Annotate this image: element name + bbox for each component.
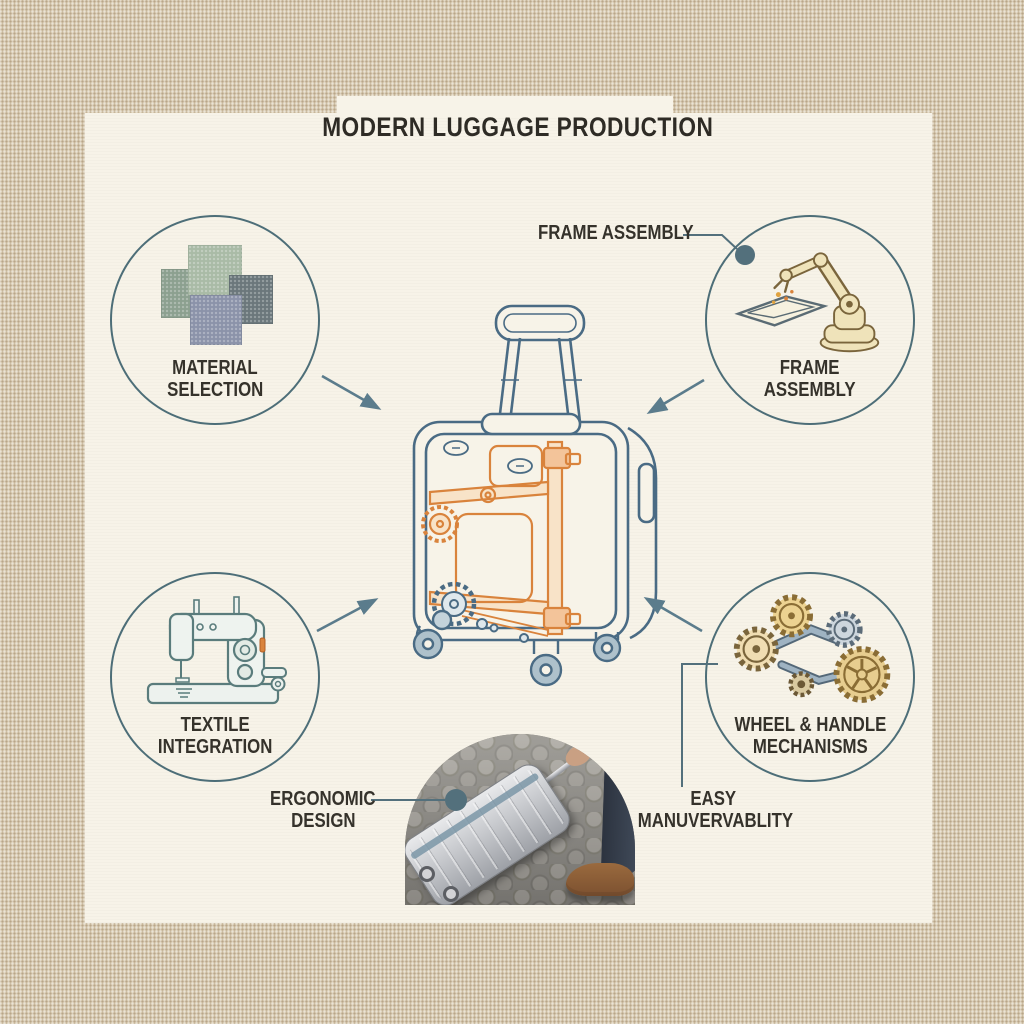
fabric-swatch-bottom	[190, 295, 242, 345]
node-material-selection: MATERIAL SELECTION	[110, 215, 320, 425]
textile-integration-label: TEXTILE INTEGRATION	[157, 714, 273, 758]
page-title-text: MODERN LUGGAGE PRODUCTION	[322, 112, 714, 142]
suitcase-wheel	[419, 866, 435, 882]
wheel-handle-label: WHEEL & HANDLE MECHANISMS	[734, 714, 886, 758]
node-wheel-handle: WHEEL & HANDLE MECHANISMS	[705, 572, 915, 782]
suitcase-cutaway-illustration	[398, 296, 674, 699]
title-tab	[337, 96, 673, 118]
ergonomic-design-callout-label: ERGONOMIC DESIGN	[270, 788, 376, 832]
page-title: MODERN LUGGAGE PRODUCTION	[285, 111, 725, 143]
material-selection-label: MATERIAL SELECTION	[166, 357, 264, 401]
node-frame-assembly: FRAME ASSEMBLY	[705, 215, 915, 425]
gears-icon	[725, 588, 901, 719]
frame-assembly-callout-label: FRAME ASSEMBLY	[538, 222, 694, 244]
easy-maneuverability-callout-label: EASY MANUVERVABLITY	[637, 788, 794, 832]
sewing-machine-icon	[136, 592, 296, 719]
person-boot	[566, 863, 634, 896]
robot-arm-icon	[729, 237, 895, 362]
ergonomic-design-photo	[405, 734, 635, 905]
node-textile-integration: TEXTILE INTEGRATION	[110, 572, 320, 782]
frame-assembly-label: FRAME ASSEMBLY	[764, 357, 856, 401]
suitcase-wheel	[443, 886, 459, 902]
